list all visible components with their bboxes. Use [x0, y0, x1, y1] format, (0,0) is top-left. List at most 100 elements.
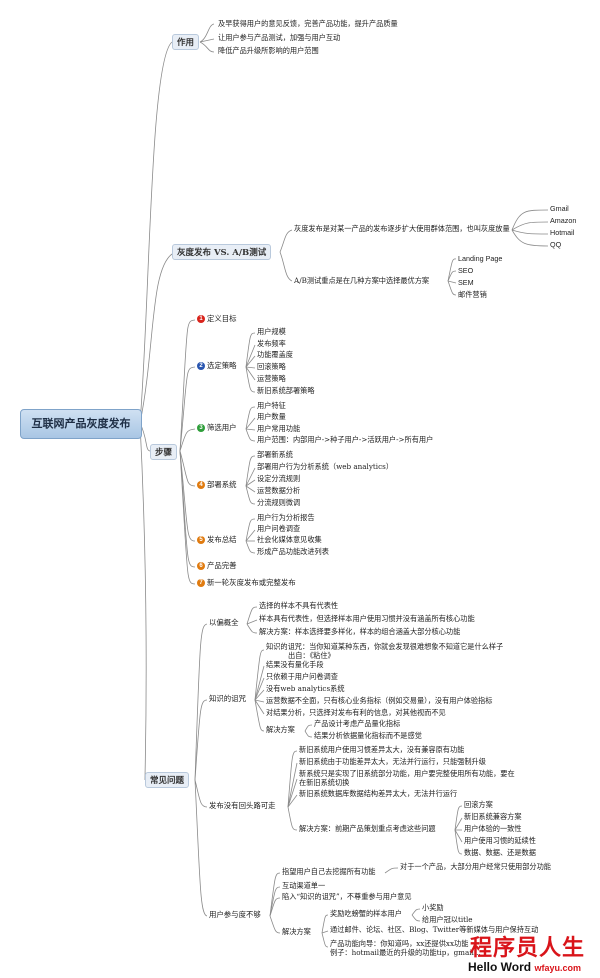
watermark-site-name: Hello Word — [468, 960, 532, 974]
ab-example: Landing Page — [458, 254, 503, 263]
step-item: 新旧系统部署策略 — [257, 386, 315, 395]
faq-solution: 解决方案 — [266, 725, 295, 734]
faq-no-rollback[interactable]: 发布没有回头路可走 — [209, 801, 276, 810]
faq-item: 新旧系统兼容方案 — [464, 812, 522, 821]
faq-item: 结果分析依据量化指标而不是感觉 — [314, 731, 422, 740]
effect-item: 让用户参与产品测试，加强与用户互动 — [218, 33, 341, 42]
priority-6-icon: 6 — [197, 562, 205, 570]
step-label: 发布总结 — [207, 535, 237, 544]
faq-solution: 解决方案：前期产品策划重点考虑这些问题 — [299, 824, 436, 833]
faq-item: 结果没有量化手段 — [266, 660, 324, 669]
ab-example: SEO — [458, 266, 474, 275]
faq-item: 对结果分析，只选择对发布有利的信息，对其他视而不见 — [266, 708, 446, 717]
step-item: 用户特征 — [257, 401, 286, 410]
watermark-site: Hello Word wfayu.com — [468, 960, 581, 974]
step-item: 分流规则微调 — [257, 498, 301, 507]
faq-item: 新旧系统用户使用习惯差异太大，没有兼容原有功能 — [299, 745, 465, 754]
step-label: 部署系统 — [207, 480, 237, 489]
faq-item: 陷入“知识的诅咒”，不尊重参与用户意见 — [282, 892, 412, 901]
priority-7-icon: 7 — [197, 579, 205, 587]
root-node[interactable]: 互联网产品灰度发布 — [20, 409, 142, 439]
priority-4-icon: 4 — [197, 481, 205, 489]
faq-note: 对于一个产品，大部分用户经常只使用部分功能 — [400, 862, 551, 871]
gray-example: Gmail — [550, 204, 569, 213]
gray-definition: 灰度发布是对某一产品的发布逐步扩大使用群体范围，也叫灰度放量 — [294, 224, 510, 233]
faq-item: 给用户冠以title — [422, 915, 473, 924]
step-label: 产品完善 — [207, 561, 237, 570]
faq-item: 知识的诅咒：当你知道某种东西，你就会发现很难想象不知道它是什么样子 — [266, 642, 504, 651]
effect-item: 降低产品升级所影响的用户范围 — [218, 46, 319, 55]
faq-item: 样本具有代表性，但选择样本用户使用习惯并没有涵盖所有核心功能 — [259, 614, 475, 623]
step-item: 形成产品功能改进列表 — [257, 547, 329, 556]
watermark-domain: wfayu.com — [534, 963, 581, 973]
faq-item: 选择的样本不具有代表性 — [259, 601, 339, 610]
faq-item: 在新旧系统切换 — [299, 778, 350, 787]
faq-item: 产品功能向导：你知道吗，xx还提供xx功能 — [330, 939, 469, 948]
branch-effect[interactable]: 作用 — [172, 34, 200, 50]
step-item: 功能覆盖度 — [257, 350, 293, 359]
step-item: 回滚策略 — [257, 362, 286, 371]
faq-low-engagement[interactable]: 用户参与度不够 — [209, 910, 261, 919]
step-item: 用户数量 — [257, 412, 286, 421]
step-item: 运营策略 — [257, 374, 286, 383]
gray-example: QQ — [550, 240, 562, 249]
faq-item: 产品设计考虑产品量化指标 — [314, 719, 401, 728]
step-item: 部署用户行为分析系统（web analytics） — [257, 462, 394, 471]
ab-example: SEM — [458, 278, 474, 287]
step-label: 新一轮灰度发布或完整发布 — [207, 578, 296, 587]
faq-item: 小奖励 — [422, 903, 444, 912]
faq-item: 解决方案：样本选择要多样化，样本的组合涵盖大部分核心功能 — [259, 627, 461, 636]
priority-1-icon: 1 — [197, 315, 205, 323]
effect-item: 及早获得用户的意见反馈，完善产品功能，提升产品质量 — [218, 19, 398, 28]
faq-item: 用户体验的一致性 — [464, 824, 522, 833]
step-item: 用户问卷调查 — [257, 524, 301, 533]
branch-steps[interactable]: 步骤 — [150, 444, 178, 460]
ab-example: 邮件营销 — [458, 290, 487, 299]
faq-item: 例子：hotmail最近的升级的功能tip，gmail... — [330, 948, 481, 957]
watermark-logo: 程序员人生 — [470, 936, 586, 961]
faq-item: 没有web analytics系统 — [266, 684, 345, 693]
faq-item: 运营数据不全面，只有核心业务指标（例如交易量），没有用户体验指标 — [266, 696, 493, 705]
branch-gray-vs-ab[interactable]: 灰度发布 VS. A/B测试 — [172, 244, 272, 260]
faq-item: 只依赖于用户问卷调查 — [266, 672, 338, 681]
faq-item: 指望用户自己去挖掘所有功能 — [282, 867, 376, 876]
branch-faq[interactable]: 常见问题 — [145, 772, 190, 788]
step-item: 用户行为分析报告 — [257, 513, 315, 522]
faq-item: 新旧系统数据库数据结构差异太大，无法并行运行 — [299, 789, 458, 798]
faq-item: 用户使用习惯的延续性 — [464, 836, 536, 845]
priority-5-icon: 5 — [197, 536, 205, 544]
priority-3-icon: 3 — [197, 424, 205, 432]
faq-item: 回滚方案 — [464, 800, 493, 809]
faq-item: 出自：《粘住》 — [288, 651, 335, 660]
step-item: 运营数据分析 — [257, 486, 301, 495]
step-item: 用户范围：内部用户->种子用户->活跃用户->所有用户 — [257, 435, 434, 444]
step-label: 选定策略 — [207, 361, 237, 370]
step-label: 定义目标 — [207, 314, 237, 323]
faq-item: 通过邮件、论坛、社区、Blog、Twitter等新媒体与用户保持互动 — [330, 925, 539, 934]
faq-item: 互动渠道单一 — [282, 881, 326, 890]
step-item: 社会化媒体意见收集 — [257, 535, 322, 544]
gray-example: Amazon — [550, 216, 577, 225]
step-item: 部署新系统 — [257, 450, 293, 459]
step-item: 发布频率 — [257, 339, 286, 348]
faq-item: 奖励吃螃蟹的样本用户 — [330, 909, 402, 918]
gray-example: Hotmail — [550, 228, 575, 237]
faq-curse-of-knowledge[interactable]: 知识的诅咒 — [209, 694, 246, 703]
faq-item: 新系统只是实现了旧系统部分功能，用户要完整使用所有功能，要在 — [299, 769, 515, 778]
step-label: 筛选用户 — [207, 423, 237, 432]
step-item: 设定分流规则 — [257, 474, 301, 483]
step-item: 用户规模 — [257, 327, 286, 336]
ab-definition: A/B测试重点是在几种方案中选择最优方案 — [294, 276, 430, 285]
faq-item: 数据、数据、还是数据 — [464, 848, 536, 857]
step-item: 用户常用功能 — [257, 424, 301, 433]
faq-item: 新旧系统由于功能差异太大，无法并行运行，只能强制升级 — [299, 757, 486, 766]
faq-bias[interactable]: 以偏概全 — [209, 618, 239, 627]
